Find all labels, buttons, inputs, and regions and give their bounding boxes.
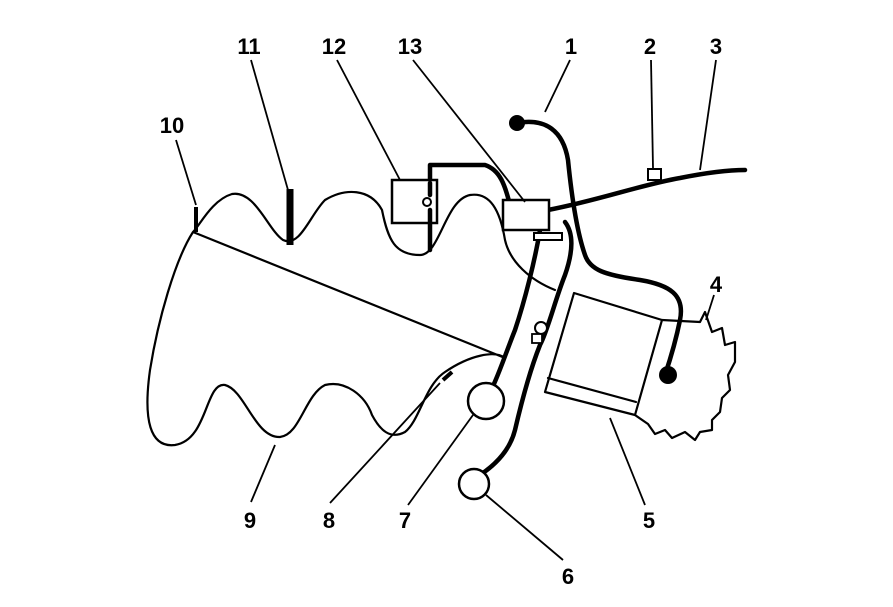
- callout-1: 1: [565, 34, 577, 59]
- intake-manifold-outline: [146, 190, 557, 447]
- leader-13: [412, 59, 526, 203]
- callout-5: 5: [643, 508, 655, 533]
- callout-4: 4: [710, 272, 723, 297]
- hose-3: [545, 167, 748, 213]
- hose-1-intake-fitting: [659, 366, 677, 384]
- callout-2: 2: [644, 34, 656, 59]
- leader-10: [175, 139, 197, 206]
- hose-6: [477, 219, 574, 478]
- throttle-body: [543, 291, 664, 417]
- hose-7: [487, 227, 543, 395]
- fitting-6: [457, 467, 491, 501]
- air-intake-duct: [633, 310, 737, 442]
- leader-1: [544, 59, 571, 113]
- leader-4: [705, 294, 715, 321]
- check-valve: [534, 321, 548, 335]
- hose-1: [514, 119, 684, 378]
- solenoid-13-connector: [533, 232, 563, 241]
- hose-1-end-fitting: [509, 115, 525, 131]
- throttle-body-inner-edge: [546, 376, 638, 404]
- leader-8: [329, 382, 441, 504]
- leader-11: [250, 59, 289, 191]
- callout-6: 6: [562, 564, 574, 589]
- vacuum-valve-12-port: [422, 197, 432, 207]
- callout-7: 7: [399, 508, 411, 533]
- check-valve-body: [531, 333, 543, 344]
- leader-9: [250, 444, 276, 503]
- leader-7: [407, 414, 474, 506]
- solenoid-13: [501, 198, 551, 232]
- callout-12: 12: [322, 34, 346, 59]
- callout-3: 3: [710, 34, 722, 59]
- leader-6: [485, 494, 564, 561]
- inline-filter-2: [647, 168, 662, 181]
- hose-12: [427, 162, 513, 208]
- callout-8: 8: [323, 508, 335, 533]
- callout-13: 13: [398, 34, 422, 59]
- callout-11: 11: [237, 34, 260, 59]
- fitting-8: [441, 370, 454, 382]
- leader-3: [699, 59, 717, 171]
- leader-5: [609, 417, 646, 506]
- leader-12: [336, 59, 401, 181]
- callout-9: 9: [244, 508, 256, 533]
- leader-2: [650, 59, 654, 169]
- callout-10: 10: [160, 113, 184, 138]
- fitting-7: [466, 381, 506, 421]
